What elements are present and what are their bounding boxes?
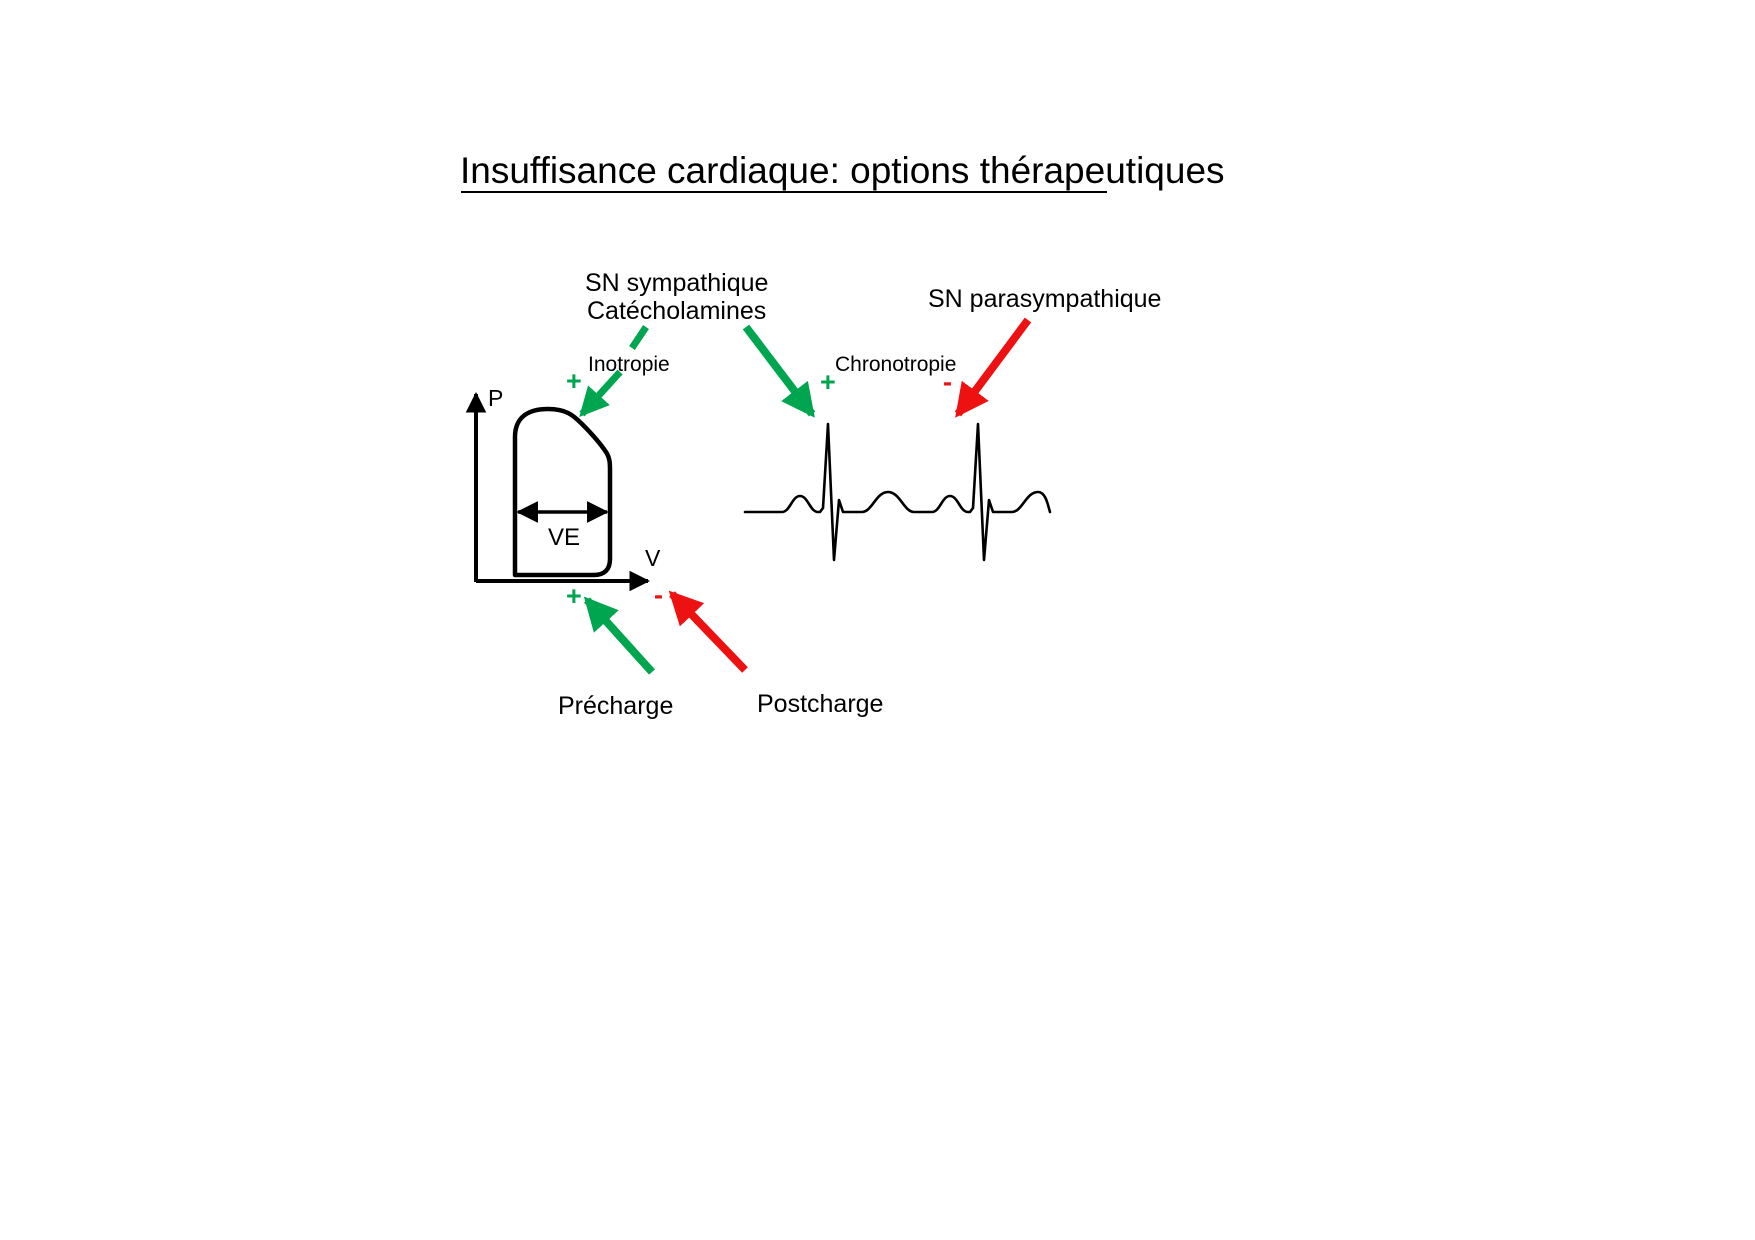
preload-arrow xyxy=(583,596,655,675)
preload-plus-sign: + xyxy=(566,581,582,611)
sympathetic-to-chronotropy-arrow xyxy=(742,324,816,418)
sympathetic-nervous-system-label: SN sympathique xyxy=(585,269,768,297)
preload-label: Précharge xyxy=(558,692,673,720)
pressure-axis-label: P xyxy=(488,385,503,411)
inotropy-label: Inotropie xyxy=(588,353,670,376)
chronotropy-label: Chronotropie xyxy=(835,353,956,376)
ecg-trace xyxy=(743,422,1052,562)
afterload-minus-sign: - xyxy=(654,580,663,610)
chronotropy-plus-sign: + xyxy=(820,367,836,397)
inotropy-plus-sign: + xyxy=(566,366,582,396)
inotropy-effect-arrow xyxy=(579,369,623,418)
stroke-volume-label: VE xyxy=(548,524,580,551)
sympathetic-to-inotropy-connector xyxy=(629,325,649,350)
parasympathetic-nervous-system-label: SN parasympathique xyxy=(928,285,1161,313)
pressure-volume-loop xyxy=(512,406,613,578)
parasympathetic-to-chronotropy-arrow xyxy=(954,317,1032,418)
chronotropy-minus-sign: - xyxy=(943,367,952,397)
page-title: Insuffisance cardiaque: options thérapeu… xyxy=(460,150,1225,191)
volume-axis-label: V xyxy=(645,545,661,571)
afterload-arrow xyxy=(668,590,748,673)
catecholamines-label: Catécholamines xyxy=(587,297,766,325)
afterload-label: Postcharge xyxy=(757,690,883,718)
